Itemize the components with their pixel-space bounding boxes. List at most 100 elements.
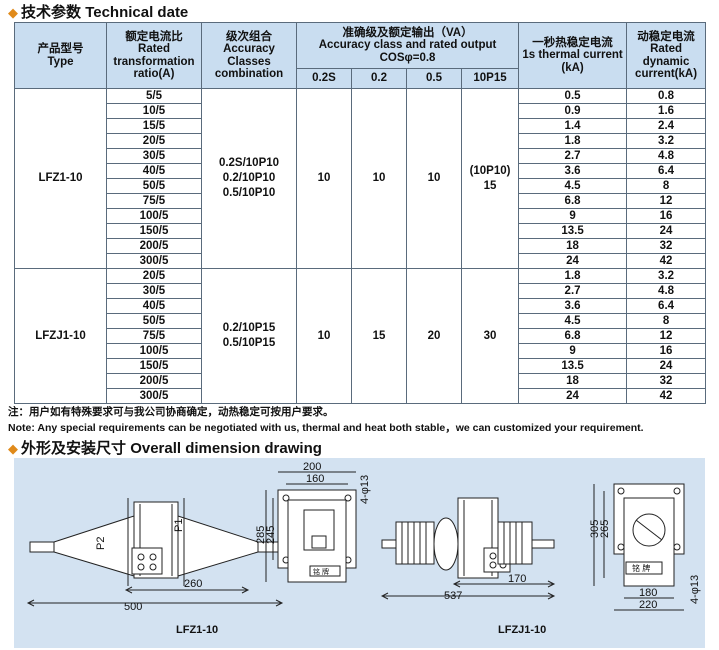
ratio-cell: 150/5 [106, 223, 202, 239]
ratio-cell: 30/5 [106, 283, 202, 299]
note-en: Note: Any special requirements can be ne… [8, 422, 644, 434]
dynamic-cell: 32 [626, 238, 707, 254]
thermal-cell: 3.6 [518, 163, 628, 179]
ratio-cell: 300/5 [106, 388, 202, 404]
dynamic-cell: 12 [626, 328, 707, 344]
dynamic-cell: 24 [626, 223, 707, 239]
label-p2: P2 [95, 537, 107, 550]
header-accuracy: 准确级及额定输出（VA）Accuracy class and rated out… [295, 22, 520, 69]
ratio-cell: 10/5 [106, 103, 202, 119]
dynamic-cell: 3.2 [626, 268, 707, 284]
dynamic-cell: 32 [626, 373, 707, 389]
section-title-en: Overall dimension drawing [130, 440, 322, 457]
ratio-cell: 15/5 [106, 118, 202, 134]
dynamic-cell: 1.6 [626, 103, 707, 119]
thermal-cell: 0.5 [518, 88, 628, 104]
thermal-cell: 1.8 [518, 133, 628, 149]
ratio-cell: 20/5 [106, 133, 202, 149]
dim-245: 245 [265, 526, 277, 544]
ratio-cell: 20/5 [106, 268, 202, 284]
thermal-cell: 24 [518, 388, 628, 404]
technical-section-title: ◆技术参数 Technical date [8, 1, 188, 22]
diamond-icon: ◆ [8, 441, 18, 456]
thermal-cell: 4.5 [518, 178, 628, 194]
dim-537: 537 [444, 590, 462, 602]
lfz-front-view: 铭 牌 200 160 285 245 4-φ13 [255, 461, 371, 583]
dim-265: 265 [599, 520, 611, 538]
output-10p15-cell: (10P10)15 [460, 88, 520, 269]
header-sub-05: 0.5 [406, 68, 462, 89]
dim-220: 220 [639, 599, 657, 611]
dimension-drawing-panel: P2 P1 260 500 铭 牌 200 160 285 2 [14, 458, 705, 648]
ratio-cell: 5/5 [106, 88, 202, 104]
dim-4phi13: 4-φ13 [689, 575, 701, 604]
label-p1: P1 [173, 519, 185, 532]
thermal-cell: 1.8 [518, 268, 628, 284]
dynamic-cell: 0.8 [626, 88, 707, 104]
thermal-cell: 6.8 [518, 193, 628, 209]
thermal-cell: 13.5 [518, 223, 628, 239]
caption-lfz: LFZ1-10 [176, 624, 219, 636]
output-02s-cell: 10 [296, 88, 352, 269]
output-02s-cell: 10 [296, 268, 352, 404]
dynamic-cell: 42 [626, 388, 707, 404]
dynamic-cell: 24 [626, 358, 707, 374]
note-cn: 注：用户如有特殊要求可与我公司协商确定，动热稳定可按用户要求。 [8, 406, 334, 418]
thermal-cell: 2.7 [518, 283, 628, 299]
section-title-en: Technical date [85, 4, 189, 21]
thermal-cell: 9 [518, 343, 628, 359]
header-sub-10p15: 10P15 [460, 68, 520, 89]
dim-305: 305 [589, 520, 601, 538]
dynamic-cell: 8 [626, 313, 707, 329]
dynamic-cell: 16 [626, 343, 707, 359]
dynamic-cell: 6.4 [626, 298, 707, 314]
ratio-cell: 75/5 [106, 328, 202, 344]
drawing-section-title: ◆外形及安装尺寸 Overall dimension drawing [8, 437, 322, 458]
dim-260: 260 [184, 578, 202, 590]
dynamic-cell: 2.4 [626, 118, 707, 134]
lfz-side-view: P2 P1 260 500 [26, 498, 284, 613]
ratio-cell: 100/5 [106, 343, 202, 359]
header-sub-02: 0.2 [351, 68, 407, 89]
dim-200: 200 [303, 461, 321, 473]
ratio-cell: 200/5 [106, 373, 202, 389]
dynamic-cell: 6.4 [626, 163, 707, 179]
nameplate-label: 铭 牌 [313, 567, 329, 576]
lfzj-front-view: 铭 牌 305 265 180 220 4-φ13 [589, 483, 701, 611]
lfzj-side-view: 170 537 [380, 497, 556, 602]
ratio-cell: 50/5 [106, 178, 202, 194]
header-sub-02s: 0.2S [296, 68, 352, 89]
dim-170: 170 [508, 573, 526, 585]
dynamic-cell: 8 [626, 178, 707, 194]
thermal-cell: 2.7 [518, 148, 628, 164]
dim-4phi13: 4-φ13 [359, 475, 371, 504]
output-05-cell: 10 [406, 88, 462, 269]
thermal-cell: 9 [518, 208, 628, 224]
ratio-cell: 150/5 [106, 358, 202, 374]
nameplate-label: 铭 牌 [632, 563, 650, 573]
thermal-cell: 18 [518, 373, 628, 389]
output-05-cell: 20 [406, 268, 462, 404]
dynamic-cell: 42 [626, 253, 707, 269]
thermal-cell: 0.9 [518, 103, 628, 119]
thermal-cell: 1.4 [518, 118, 628, 134]
ratio-cell: 300/5 [106, 253, 202, 269]
